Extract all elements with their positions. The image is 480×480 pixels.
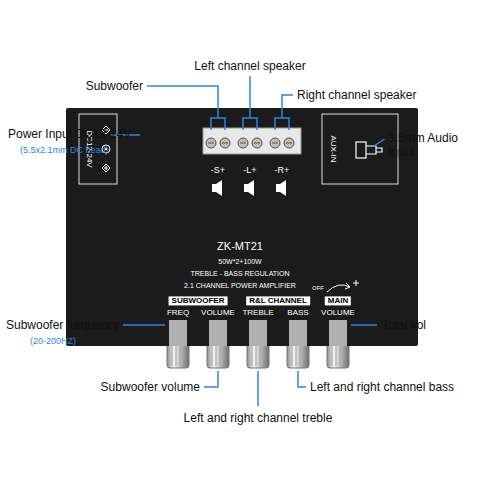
section-header: MAIN [325,296,351,305]
terminal-marking: -S+ [211,165,225,175]
switch-marking: OFF [312,285,324,292]
terminal-marking: -R+ [275,165,290,175]
knob-label: TREBLE [242,308,273,317]
terminal-marking: -L+ [243,165,256,175]
knob-label: VOLUME [201,308,235,317]
callout-label: Left and right channel treble [184,411,333,425]
leader-lines [111,76,383,406]
callout-label: Total vol [382,318,426,332]
speaker-icons [212,180,286,196]
callout-note: (20-200HZ) [30,336,76,347]
model-name: ZK-MT21 [217,240,263,253]
callout-label: Left and right channel bass [310,380,454,394]
callout-label: Power Input DC12-24V [8,127,131,141]
spec-line: 2.1 CHANNEL POWER AMPLIFIER [184,282,296,290]
section-header: R&L CHANNEL [246,296,310,305]
callout-label: Subwoofer [86,79,143,93]
knob-collars [169,320,347,346]
spec-line: 50W*2+100W [218,258,261,266]
callout-label: Subwoofer frequency [6,318,119,332]
switch-arrow [327,280,359,292]
aux-jack-symbol [356,142,382,158]
spec-line: TREBLE - BASS REGULATION [190,270,289,278]
knob-label: FREQ [167,308,189,317]
aux-panel [322,114,398,184]
callout-label: Right channel speaker [297,88,416,102]
callout-label: 3.5mm Audio Input [388,131,468,160]
section-header: SUBWOOFER [169,296,228,305]
callout-note: (5.5x2.1mm DC head) [20,145,109,156]
callout-label: Subwoofer volume [101,380,200,394]
pcb-board [66,108,418,346]
knob-label: BASS [287,308,308,317]
amplifier-board: DC12-24VAUX-IN-S+-L+-R+ZK-MT2150W*2+100W… [66,108,418,346]
terminal-block [203,128,301,154]
knob-label: VOLUME [321,308,355,317]
callout-label: Left channel speaker [194,59,305,73]
input-marking: AUX-IN [328,135,337,162]
terminal-screws [206,138,294,148]
